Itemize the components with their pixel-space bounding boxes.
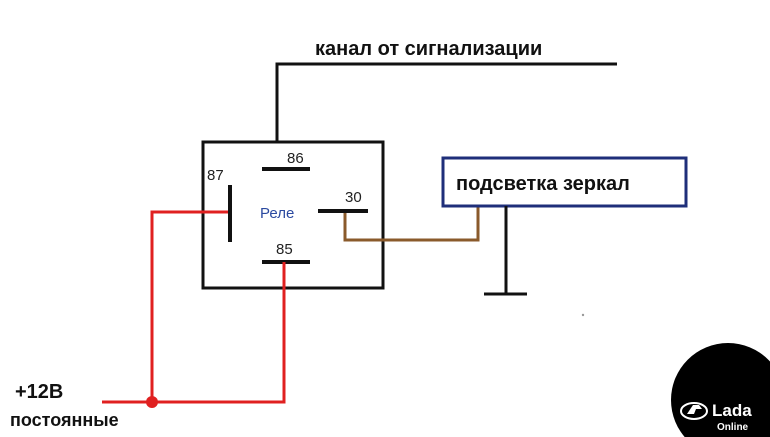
pin-86-label: 86 [287,150,304,167]
logo-sub: Online [717,422,749,433]
mirror-light-box [441,156,688,208]
logo-name: Lada [712,401,752,420]
lada-online-logo: Lada Online [671,343,770,437]
brown-wire [343,206,480,242]
pin-30-label: 30 [345,189,362,206]
power-value-label: +12В [15,381,63,403]
relay-label: Реле [260,205,294,222]
junction-dot [146,396,158,408]
mirror-light-label: подсветка зеркал [456,173,630,195]
stray-dot [581,313,585,317]
power-type-label: постоянные [10,410,119,430]
red-wire-to-87 [150,210,228,402]
signal-channel-wire [275,62,617,148]
red-wire-to-85 [102,262,286,404]
pin-85-label: 85 [276,241,293,258]
lada-boat-logo-icon [680,402,708,420]
logo-badge [671,343,770,437]
signal-channel-label: канал от сигнализации [315,38,542,60]
pin-87-label: 87 [207,167,224,184]
